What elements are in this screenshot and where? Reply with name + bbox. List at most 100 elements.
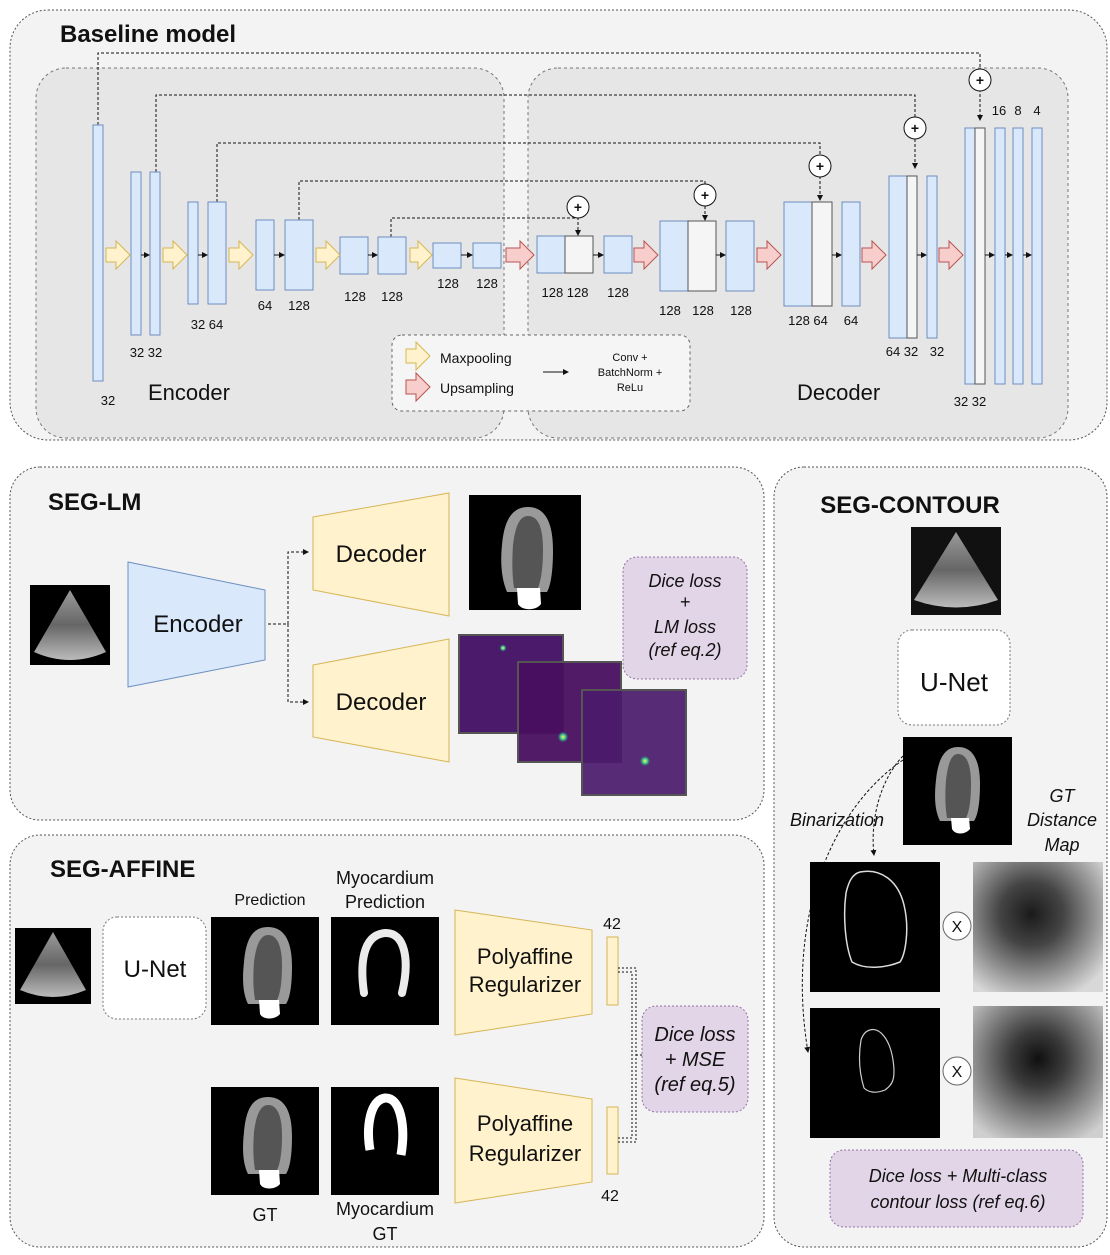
upsample-arrow xyxy=(861,239,887,271)
myocardium-prediction-label-2: Prediction xyxy=(345,892,425,912)
channel-label: 4 xyxy=(1033,103,1040,118)
feature-map xyxy=(964,127,976,385)
legend-maxpool: Maxpooling xyxy=(440,350,512,366)
segaffine-loss-box: Dice loss + MSE (ref eq.5) xyxy=(641,1005,749,1113)
svg-text:LM loss: LM loss xyxy=(654,617,716,637)
segmentation-mask xyxy=(469,495,581,610)
dim-label-top: 42 xyxy=(603,916,621,933)
encoder-label: Encoder xyxy=(153,611,242,638)
decoder-block xyxy=(312,638,450,763)
channel-label: 32 64 xyxy=(191,317,224,332)
unet-block xyxy=(102,916,207,1020)
svg-text:Regularizer: Regularizer xyxy=(469,1141,582,1166)
upsample-arrow xyxy=(756,239,782,271)
legend-conv-line2: BatchNorm + xyxy=(598,367,663,379)
channel-label: 128 xyxy=(730,303,752,318)
svg-text:(ref eq.5): (ref eq.5) xyxy=(654,1074,735,1096)
feature-map xyxy=(472,242,502,269)
plus-circle: + xyxy=(566,195,590,219)
segaffine-title: SEG-AFFINE xyxy=(50,856,195,883)
channel-labels: 32 32 32 32 64 64 128 128 128 128 128 12… xyxy=(101,103,1041,409)
gt-mask xyxy=(211,1087,319,1195)
channel-label: 32 xyxy=(930,344,944,359)
feature-map xyxy=(841,201,861,307)
myocardium-gt-image xyxy=(331,1087,439,1195)
gt-label: GT xyxy=(253,1205,278,1225)
segcontour-panel: SEG-CONTOUR U-Net Binarization GT Distan… xyxy=(773,466,1108,1248)
channel-label: 128 xyxy=(692,303,714,318)
segcontour-loss-box: Dice loss + Multi-class contour loss (re… xyxy=(829,1149,1084,1228)
plus-circle: + xyxy=(968,68,992,92)
binarization-arrow xyxy=(801,759,904,1053)
plus-circle: + xyxy=(808,154,832,178)
baseline-panel: Baseline model + + + + + xyxy=(9,9,1108,441)
maxpool-arrow xyxy=(315,239,341,271)
svg-text:+: + xyxy=(911,120,919,136)
channel-label: 64 xyxy=(844,313,858,328)
seglm-loss-box: Dice loss + LM loss (ref eq.2) xyxy=(622,556,748,680)
mse-connector xyxy=(618,967,642,1143)
channel-label: 64 xyxy=(258,298,272,313)
segmentation-mask xyxy=(903,737,1012,845)
segcontour-title: SEG-CONTOUR xyxy=(820,492,1000,519)
upsample-arrow xyxy=(505,239,535,271)
polyaffine-regularizer-1 xyxy=(454,909,593,1036)
channel-label: 128 xyxy=(607,285,629,300)
gt-distance-map-label-2: Distance xyxy=(1027,810,1097,830)
channel-label: 32 32 xyxy=(954,394,987,409)
latent-vector-1 xyxy=(606,936,619,1006)
feature-map xyxy=(725,220,755,292)
svg-text:Dice loss + Multi-class: Dice loss + Multi-class xyxy=(869,1166,1048,1186)
channel-label: 128 xyxy=(659,303,681,318)
svg-text:+: + xyxy=(976,72,984,88)
upsample-arrow xyxy=(938,239,964,271)
feature-map xyxy=(149,171,161,336)
svg-text:Polyaffine: Polyaffine xyxy=(477,944,573,969)
feature-map xyxy=(783,201,813,307)
times-circle: X xyxy=(942,1056,972,1086)
contour-image-2 xyxy=(810,1008,940,1138)
plus-circle: + xyxy=(693,183,717,207)
branch-line xyxy=(268,549,309,625)
feature-map xyxy=(687,220,717,292)
binarization-arrow xyxy=(870,755,904,856)
skip-line-5 xyxy=(390,217,581,237)
encoder-label: Encoder xyxy=(148,380,230,405)
channel-label: 128 xyxy=(437,276,459,291)
feature-map xyxy=(564,235,594,274)
legend-conv-line1: Conv + xyxy=(612,352,647,364)
skip-line-4 xyxy=(298,180,708,221)
feature-map xyxy=(207,201,227,305)
prediction-label: Prediction xyxy=(234,892,305,909)
legend-conv-line3: ReLu xyxy=(617,382,643,394)
contour-image-1 xyxy=(810,862,940,992)
upsample-arrow xyxy=(633,239,659,271)
svg-text:+: + xyxy=(701,187,709,203)
svg-text:(ref eq.2): (ref eq.2) xyxy=(648,640,721,660)
distance-map-1 xyxy=(973,862,1103,992)
maxpool-arrow xyxy=(228,239,254,271)
svg-text:+: + xyxy=(574,199,582,215)
channel-label: 32 32 xyxy=(130,345,163,360)
feature-map xyxy=(92,124,104,382)
feature-map xyxy=(926,175,938,339)
feature-map xyxy=(130,171,142,336)
channel-label: 128 xyxy=(344,289,366,304)
binarization-label: Binarization xyxy=(790,810,884,830)
channel-label: 128 xyxy=(381,289,403,304)
latent-vector-2 xyxy=(606,1106,619,1175)
seglm-panel: SEG-LM Encoder Decoder Decoder xyxy=(9,466,765,821)
feature-map xyxy=(377,236,407,275)
decoder-block xyxy=(312,492,450,617)
channel-label: 8 xyxy=(1014,103,1021,118)
feature-map xyxy=(888,175,908,339)
maxpool-arrow xyxy=(162,239,188,271)
feature-map xyxy=(432,242,462,269)
svg-text:+: + xyxy=(680,592,691,612)
channel-label: 16 xyxy=(992,103,1006,118)
channel-label: 128 64 xyxy=(788,313,828,328)
svg-text:X: X xyxy=(952,1064,963,1081)
feature-map xyxy=(1031,127,1043,385)
svg-text:contour loss (ref eq.6): contour loss (ref eq.6) xyxy=(870,1192,1045,1212)
